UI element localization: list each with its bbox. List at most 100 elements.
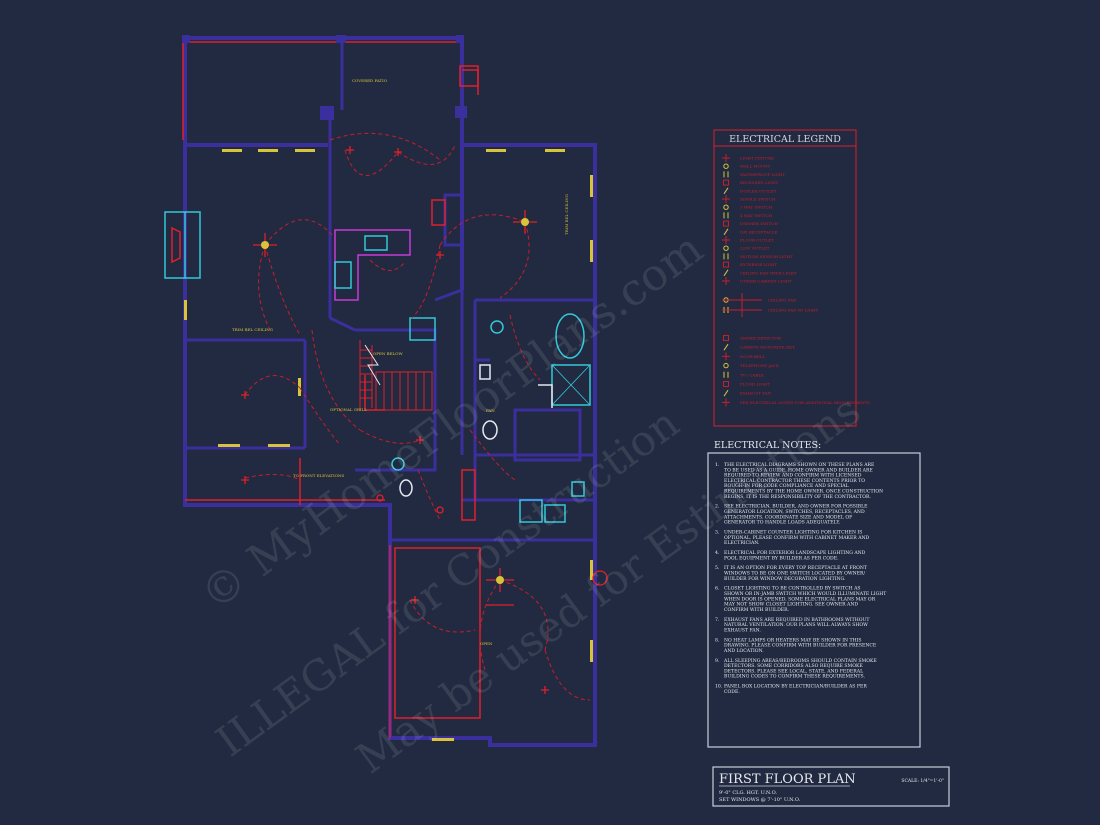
- note-line: ALL SLEEPING AREAS/BEDROOMS SHOULD CONTA…: [723, 658, 877, 664]
- legend-label: WATERPROOF LIGHT: [740, 172, 785, 177]
- note-number: 4.: [715, 550, 720, 556]
- legend-symbol-icon: [723, 245, 729, 251]
- note-line: NATURAL VENTILATION. OUR PLANS WILL ALWA…: [724, 622, 868, 628]
- note-line: WHEN DOOR IS OPENED. SOME ELECTRICAL PLA…: [724, 596, 876, 602]
- legend-item: GFI RECEPTACLE: [723, 228, 777, 236]
- legend-label: 3 WAY SWITCH: [740, 205, 773, 210]
- room-label: OPEN BELOW: [373, 351, 403, 356]
- note-line: UNDER-CABINET COUNTER LIGHTING FOR KITCH…: [724, 530, 862, 536]
- note-line: ATTACHMENTS. COORDINATE SIZE AND MODEL O…: [723, 514, 852, 520]
- light-fixture-icon: [241, 391, 249, 399]
- legend-item: RECESSED LIGHT: [723, 179, 779, 186]
- note-line: MAY NOT SHOW CLOSET LIGHTING. SEE OWNER …: [724, 602, 858, 608]
- legend-frame: [713, 129, 857, 427]
- note-number: 5.: [715, 565, 720, 571]
- legend-label: DOOR BELL: [740, 354, 766, 359]
- light-fixture-icon: [241, 476, 249, 484]
- note-line: ELECTRICAL CONTRACTOR THESE CONTENTS PRI…: [724, 478, 865, 484]
- note-item: 8. NO HEAT LAMPS OR HEATERS MAY BE SHOWN …: [715, 637, 876, 654]
- note-number: 3.: [715, 530, 720, 536]
- light-fixture-icon: [346, 146, 354, 154]
- note-item: 1.THE ELECTRICAL DIAGRAMS SHOWN ON THESE…: [715, 462, 883, 500]
- legend-item: LIGHT FIXTURE: [722, 154, 774, 162]
- legend-label: EXTERIOR LIGHT: [740, 262, 777, 267]
- legend-item: 3 WAY SWITCH: [723, 204, 773, 210]
- note-item: 7.EXHAUST FANS ARE REQUIRED IN BATHROOMS…: [715, 617, 870, 634]
- legend-label: DIMMER SWITCH: [740, 221, 778, 226]
- note-line: ROUGH-IN FOR CODE COMPLIANCE AND SPECIAL: [724, 483, 849, 489]
- note-item: 10.PANEL BOX LOCATION BY ELECTRICIAN/BUI…: [715, 684, 867, 695]
- legend-label: 220V OUTLET: [740, 246, 770, 251]
- light-fixture-icon: [394, 148, 402, 156]
- legend-items: LIGHT FIXTURE WALL MOUNT WATERPROOF LIGHT R…: [722, 154, 870, 407]
- legend-label: UNDER CABINET LIGHT: [740, 279, 792, 284]
- electrical-notes: ELECTRICAL NOTES: 1.THE ELECTRICAL DIAGR…: [707, 440, 921, 748]
- legend-item: CEILING FAN W/ LIGHT: [722, 303, 819, 317]
- plan-scale: SCALE: 1/4"=1'-0": [901, 778, 944, 784]
- notes-frame: [707, 452, 921, 748]
- note-line: CODE.: [724, 689, 740, 695]
- legend-label: 4 WAY SWITCH: [740, 213, 773, 218]
- note-line: CONFIRM WITH BUILDER.: [724, 607, 790, 613]
- note-line: NO HEAT LAMPS OR HEATERS MAY BE SHOWN IN…: [724, 637, 862, 643]
- note-line: EXHAUST FAN.: [724, 627, 761, 633]
- note-line: POOL EQUIPMENT BY BUILDER AS PER CODE.: [724, 555, 839, 561]
- notes-items: 1.THE ELECTRICAL DIAGRAMS SHOWN ON THESE…: [715, 462, 887, 695]
- legend-label: FLOOD LIGHT: [740, 382, 770, 387]
- legend-item: EXTERIOR LIGHT: [723, 261, 777, 268]
- legend-symbol-icon: [723, 343, 729, 351]
- legend-item: EXHAUST FAN: [723, 389, 772, 397]
- legend-label: CEILING FAN WITH LIGHT: [740, 270, 797, 275]
- note-line: ELECTRICIAN.: [724, 540, 760, 546]
- legend-label: FLOOR OUTLET: [740, 238, 774, 243]
- legend-symbol-icon: [722, 236, 730, 244]
- legend-symbol-icon: [723, 163, 729, 169]
- light-fixture-icon: [416, 436, 424, 444]
- legend-item: SEE ELECTRICAL NOTES FOR ADDITIONAL REQU…: [722, 398, 870, 407]
- legend-label: WALL MOUNT: [740, 164, 771, 169]
- room-label: PAN: [486, 408, 495, 413]
- legend-label: SEE ELECTRICAL NOTES FOR ADDITIONAL REQU…: [740, 400, 870, 405]
- note-line: DRAWING. PLEASE CONFIRM WITH BUILDER FOR…: [724, 643, 876, 649]
- legend-symbol-icon: [723, 362, 729, 369]
- light-fixture-icon: [541, 686, 549, 694]
- note-line: BEGINS, IT IS THE RESPONSIBILITY OF THE …: [724, 494, 871, 500]
- room-label: COVERED PATIO: [352, 78, 388, 83]
- note-line: WINDOWS TO BE ON ONE SWITCH LOCATED BY O…: [724, 571, 865, 577]
- legend-label: RECESSED LIGHT: [740, 180, 779, 185]
- legend-label: TV / CABLE: [740, 372, 764, 377]
- note-number: 8.: [715, 637, 720, 643]
- note-number: 6.: [715, 586, 720, 592]
- note-item: 4.ELECTRICAL FOR EXTERIOR LANDSCAPE LIGH…: [715, 550, 866, 561]
- legend-symbol-icon: [723, 204, 729, 210]
- legend-label: SINGLE SWITCH: [740, 197, 776, 202]
- note-line: IT IS AN OPTION FOR EVERY TOP RECEPTACLE…: [724, 565, 868, 571]
- room-label: OPTIONAL GRILL: [330, 407, 367, 412]
- legend-symbol-icon: [723, 261, 729, 268]
- note-line: PANEL BOX LOCATION BY ELECTRICIAN/BUILDE…: [724, 684, 867, 690]
- legend-symbol-icon: [723, 381, 729, 387]
- note-number: 10.: [715, 684, 723, 690]
- note-item: 9.ALL SLEEPING AREAS/BEDROOMS SHOULD CON…: [715, 658, 877, 680]
- ceiling-fan-icon: [513, 210, 537, 234]
- legend-item: UNDER CABINET LIGHT: [722, 277, 792, 285]
- legend-item: SINGLE SWITCH: [722, 195, 776, 203]
- legend-symbol-icon: [723, 179, 729, 186]
- title-frame: [712, 766, 950, 807]
- title-block: FIRST FLOOR PLAN SCALE: 1/4"=1'-0" 9'-0"…: [712, 766, 950, 807]
- room-label: TRIM BEL CEILING: [232, 327, 273, 332]
- legend-item: TELEPHONE JACK: [723, 362, 780, 369]
- room-labels: COVERED PATIO TRIM BEL CEILING TRIM BEL …: [232, 78, 569, 646]
- legend-label: LIGHT FIXTURE: [740, 156, 774, 161]
- legend-symbol-icon: [723, 220, 729, 227]
- note-line: OPTIONAL. PLEASE CONFIRM WITH CABINET MA…: [724, 535, 870, 541]
- circuit-wiring: [244, 132, 591, 701]
- legend-item: DUPLEX OUTLET: [723, 187, 777, 195]
- note-line: GENERATOR LOCATION, SWITCHES, RECEPTACLE…: [724, 509, 865, 515]
- interior-walls: [185, 38, 595, 542]
- fireplace: [164, 211, 201, 279]
- ceiling-fan-icon: [253, 233, 277, 257]
- legend-item: CARBON MONOXIDE DET.: [723, 343, 795, 351]
- legend-item: DOOR BELL: [722, 352, 766, 361]
